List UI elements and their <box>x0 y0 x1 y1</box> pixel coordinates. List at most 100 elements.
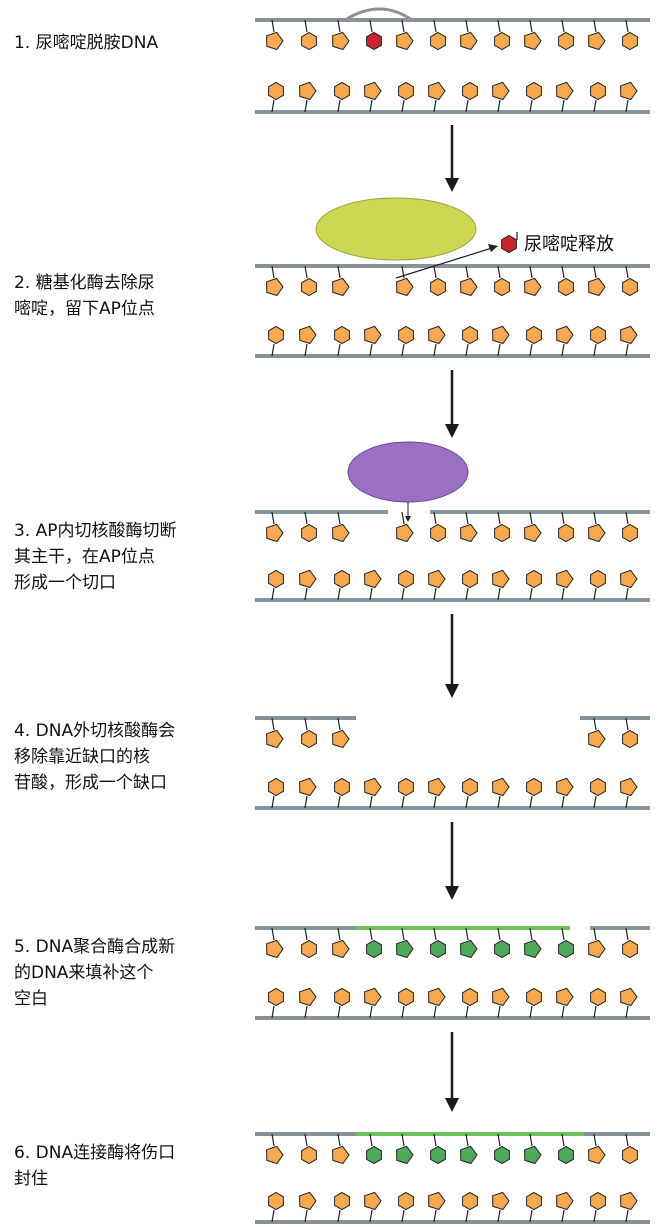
step-3-top-nucleotide-7 <box>460 511 478 543</box>
step-5-bottom-nucleotide-2 <box>299 987 317 1019</box>
step-6-bottom-nucleotide-4 <box>364 1191 382 1223</box>
step-3-bottom-nucleotide-11 <box>590 569 606 601</box>
step-6-top-nucleotide-3 <box>332 1133 350 1165</box>
step-1-top-nucleotide-7 <box>460 19 478 51</box>
step-6-top-nucleotide-8 <box>494 1133 510 1165</box>
step-1-top-nucleotide-9 <box>524 19 542 51</box>
step-2-bottom-nucleotide-12 <box>620 325 638 357</box>
step-3-top-nucleotide-11 <box>588 511 606 543</box>
step-6-bottom-nucleotide-1 <box>268 1191 284 1223</box>
release-arrow-line <box>395 247 493 279</box>
step-1-bottom-nucleotide-4 <box>364 81 382 113</box>
step-4-top-nucleotide-11 <box>588 717 606 749</box>
step-1-top-nucleotide-3 <box>332 19 350 51</box>
step-2-top-nucleotide-5 <box>396 265 414 297</box>
step-2-bottom-nucleotide-8 <box>492 325 510 357</box>
step-4-label: 4. DNA外切核酸酶会 移除靠近缺口的核 苷酸，形成一个缺口 <box>14 721 176 793</box>
step-5-bottom-nucleotide-7 <box>462 987 478 1019</box>
step-3-bottom-nucleotide-12 <box>620 569 638 601</box>
step-2-bottom-nucleotide-9 <box>526 325 542 357</box>
step-5-top-nucleotide-12 <box>622 927 638 959</box>
step-5-top-nucleotide-2 <box>301 927 317 959</box>
arrow-3-to-4 <box>445 614 459 698</box>
step-6-label: 6. DNA连接酶将伤口 封住 <box>14 1143 176 1189</box>
step-6-top-nucleotide-4 <box>366 1133 382 1165</box>
step-2-bottom-nucleotide-1 <box>268 325 284 357</box>
step-3-bottom-nucleotide-6 <box>428 569 446 601</box>
step-4-bottom-nucleotide-8 <box>492 777 510 809</box>
step-3-bottom-nucleotide-7 <box>462 569 478 601</box>
arrow-4-to-5 <box>445 822 459 900</box>
glycosylase-enzyme <box>315 197 477 261</box>
step-2-top-nucleotide-9 <box>524 265 542 297</box>
step-5-top-nucleotide-8 <box>494 927 510 959</box>
step-1-bulge <box>344 7 413 22</box>
step-4-top-nucleotide-1 <box>266 717 284 749</box>
step-1-bottom-nucleotide-6 <box>428 81 446 113</box>
step-4-top-nucleotide-12 <box>622 717 638 749</box>
step-2-top-nucleotide-7 <box>460 265 478 297</box>
step-2-bottom-nucleotide-10 <box>556 325 574 357</box>
step-1-top-nucleotide-10 <box>558 19 574 51</box>
step-4-bottom-nucleotide-1 <box>268 777 284 809</box>
step-6-bottom-nucleotide-2 <box>299 1191 317 1223</box>
step-5-bottom-nucleotide-9 <box>526 987 542 1019</box>
step-6-top-nucleotide-10 <box>558 1133 574 1165</box>
step-2-bottom-nucleotide-2 <box>299 325 317 357</box>
step-4-bottom-nucleotide-2 <box>299 777 317 809</box>
step-6-top-nucleotide-9 <box>524 1133 542 1165</box>
step-1-bottom-nucleotide-7 <box>462 81 478 113</box>
step-2-top-nucleotide-8 <box>494 265 510 297</box>
step-5-top-nucleotide-4 <box>366 927 382 959</box>
step-2-bottom-nucleotide-4 <box>364 325 382 357</box>
step-6-bottom-nucleotide-3 <box>334 1191 350 1223</box>
step-5-bottom-nucleotide-5 <box>398 987 414 1019</box>
step-1-top-nucleotide-2 <box>301 19 317 51</box>
step-4-bottom-nucleotide-10 <box>556 777 574 809</box>
step-2-bottom-nucleotide-5 <box>398 325 414 357</box>
step-5-bottom-nucleotide-11 <box>590 987 606 1019</box>
step-5-bottom-nucleotide-6 <box>428 987 446 1019</box>
step-5-bottom-nucleotide-4 <box>364 987 382 1019</box>
step-4-bottom-nucleotide-6 <box>428 777 446 809</box>
step-1-top-nucleotide-11 <box>588 19 606 51</box>
step-2-bottom-nucleotide-6 <box>428 325 446 357</box>
step-3-top-nucleotide-1 <box>266 511 284 543</box>
step-6-bottom-nucleotide-10 <box>556 1191 574 1223</box>
step-6-top-nucleotide-6 <box>430 1133 446 1165</box>
step-1-bottom-nucleotide-5 <box>398 81 414 113</box>
step-1-bottom-nucleotide-3 <box>334 81 350 113</box>
step-2-top-nucleotide-3 <box>332 265 350 297</box>
step-3-bottom-nucleotide-2 <box>299 569 317 601</box>
arrow-2-to-3 <box>445 370 459 438</box>
step-5-bottom-nucleotide-1 <box>268 987 284 1019</box>
step-6-bottom-nucleotide-6 <box>428 1191 446 1223</box>
step-2-top-nucleotide-10 <box>558 265 574 297</box>
step-2-label: 2. 糖基化酶去除尿 嘧啶，留下AP位点 <box>14 273 155 319</box>
step-6-bottom-nucleotide-11 <box>590 1191 606 1223</box>
step-3-top-nucleotide-6 <box>430 511 446 543</box>
step-6-top-nucleotide-7 <box>460 1133 478 1165</box>
nick-pointer-head <box>405 516 411 522</box>
step-4-bottom-nucleotide-3 <box>334 777 350 809</box>
step-4-bottom-nucleotide-4 <box>364 777 382 809</box>
step-6-top-nucleotide-2 <box>301 1133 317 1165</box>
release-arrow-head <box>488 244 498 252</box>
step-1-bottom-nucleotide-12 <box>620 81 638 113</box>
step-3-top-nucleotide-9 <box>524 511 542 543</box>
step-2-bottom-nucleotide-11 <box>590 325 606 357</box>
step-1-top-nucleotide-1 <box>266 19 284 51</box>
step-3-bottom-nucleotide-3 <box>334 569 350 601</box>
step-5-top-nucleotide-7 <box>460 927 478 959</box>
step-1-bottom-nucleotide-9 <box>526 81 542 113</box>
step-3-bottom-nucleotide-1 <box>268 569 284 601</box>
step-4-top-nucleotide-2 <box>301 717 317 749</box>
step-5-bottom-nucleotide-3 <box>334 987 350 1019</box>
step-1-bottom-nucleotide-10 <box>556 81 574 113</box>
step-5-top-nucleotide-6 <box>430 927 446 959</box>
step-1-bottom-nucleotide-2 <box>299 81 317 113</box>
step-6-bottom-nucleotide-8 <box>492 1191 510 1223</box>
step-3-top-nucleotide-8 <box>494 511 510 543</box>
released-uracil <box>501 234 517 254</box>
step-1-bottom-nucleotide-8 <box>492 81 510 113</box>
